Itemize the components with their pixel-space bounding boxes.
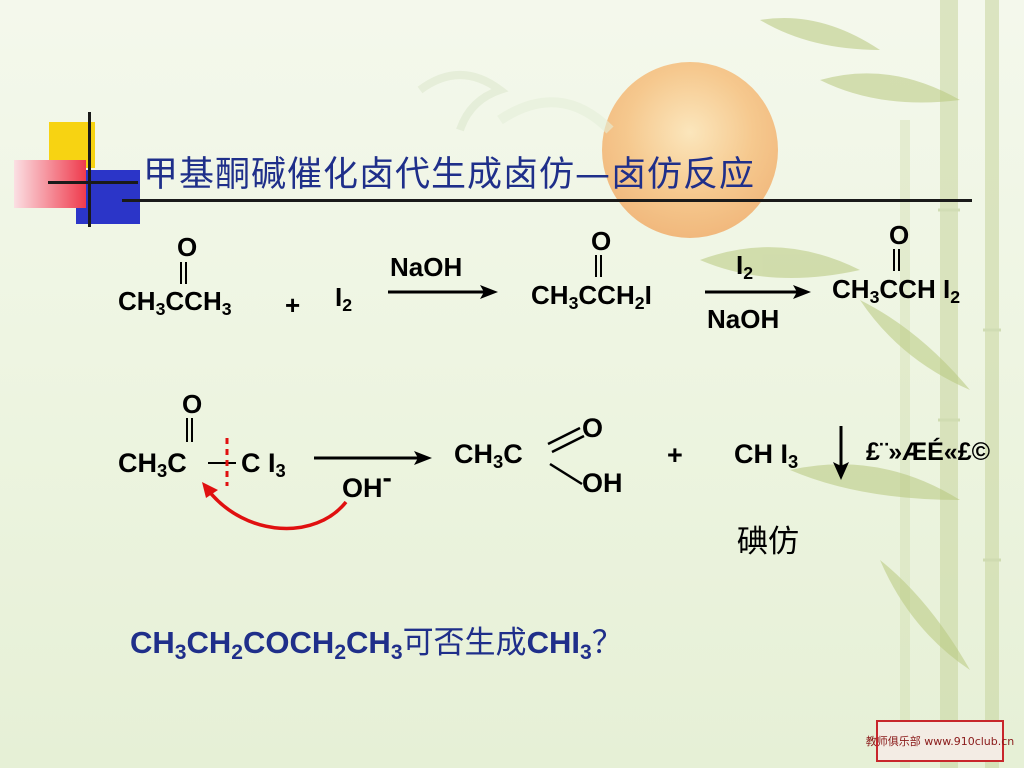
iodoacetone-carbonyl-o: O <box>591 226 612 256</box>
acid-bonds <box>547 426 585 486</box>
triiodoacetone-carbonyl-o: O <box>182 389 203 419</box>
acid-hydroxyl: OH <box>582 468 623 498</box>
arrow2-reagent-bottom: NaOH <box>707 304 780 334</box>
arrow1-reagent: NaOH <box>390 252 463 282</box>
arrow2-reagent-top: I2 <box>736 250 754 283</box>
diiodoacetone-double-bond <box>893 249 900 271</box>
slide-title: 甲基酮碱催化卤代生成卤仿—卤仿反应 <box>143 155 756 195</box>
acetone-double-bond <box>180 262 187 284</box>
watermark-text: 教师俱乐部 www.910club.cn <box>865 735 1015 748</box>
question-line: CH3CH2COCH2CH3可否生成CHI3？ <box>130 625 623 664</box>
diiodoacetone-formula: CH3CCH I2 <box>832 274 961 307</box>
iodoacetone-formula: CH3CCH2I <box>531 280 652 313</box>
precipitate-down-arrow <box>833 426 849 480</box>
arrow1 <box>388 285 498 299</box>
acid-double-bond-oxygen: O <box>582 413 604 443</box>
iodoform-formula: CH I3 <box>734 439 799 473</box>
diiodoacetone-carbonyl-o: O <box>889 220 910 250</box>
triiodoacetone-double-bond <box>186 418 193 442</box>
triiodomethyl-group: C I3 <box>241 448 286 482</box>
hydroxide-reagent: OH- <box>342 462 392 503</box>
plus-sign-2: + <box>667 440 683 470</box>
accent-square-red <box>14 160 86 208</box>
plus-sign-1: + <box>285 290 301 320</box>
arrow3 <box>314 451 432 465</box>
accent-horizontal-line <box>48 181 138 184</box>
watermark-stamp: 教师俱乐部 www.910club.cn <box>866 720 1014 762</box>
curved-attack-arrow <box>202 482 348 531</box>
bond-cleavage-dashed-line <box>225 438 229 486</box>
iodine-reactant: I2 <box>335 282 353 315</box>
iodoacetone-double-bond <box>595 255 602 277</box>
garbled-yellow-label: £¨»ÆÉ«£© <box>866 438 991 466</box>
iodoform-name: 碘仿 <box>737 524 799 560</box>
acetone-carbonyl-o: O <box>177 232 198 262</box>
c-c-bond <box>208 462 236 464</box>
title-underline <box>122 199 972 202</box>
acetone-formula: CH3CCH3 <box>118 286 232 319</box>
arrow2 <box>705 285 811 299</box>
triiodoacetone-left: CH3C <box>118 448 187 482</box>
accent-square-blue <box>76 170 140 224</box>
acetic-acid-left: CH3C <box>454 439 523 473</box>
accent-vertical-line <box>88 112 91 227</box>
